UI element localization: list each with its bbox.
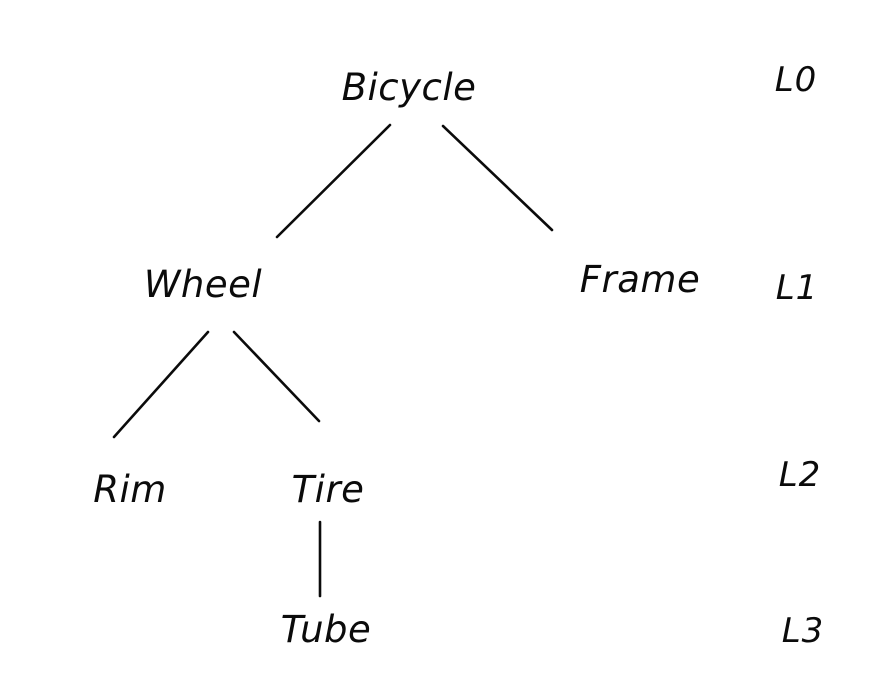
node-wheel[interactable]: Wheel — [143, 263, 263, 307]
node-rim[interactable]: Rim — [93, 468, 167, 512]
level-label-l0: L0 — [774, 60, 818, 101]
edge-bicycle-wheel — [275, 123, 392, 239]
node-tube[interactable]: Tube — [280, 608, 372, 652]
level-label-l3: L3 — [781, 611, 825, 652]
level-label-l2: L2 — [778, 455, 822, 496]
level-label-l1: L1 — [775, 268, 819, 309]
edge-bicycle-frame — [441, 124, 554, 232]
edge-wheel-rim — [112, 330, 210, 439]
edge-wheel-tire — [232, 330, 321, 423]
node-frame[interactable]: Frame — [579, 258, 701, 302]
edge-group — [112, 123, 554, 598]
node-bicycle[interactable]: Bicycle — [341, 66, 477, 110]
node-tire[interactable]: Tire — [291, 468, 365, 512]
